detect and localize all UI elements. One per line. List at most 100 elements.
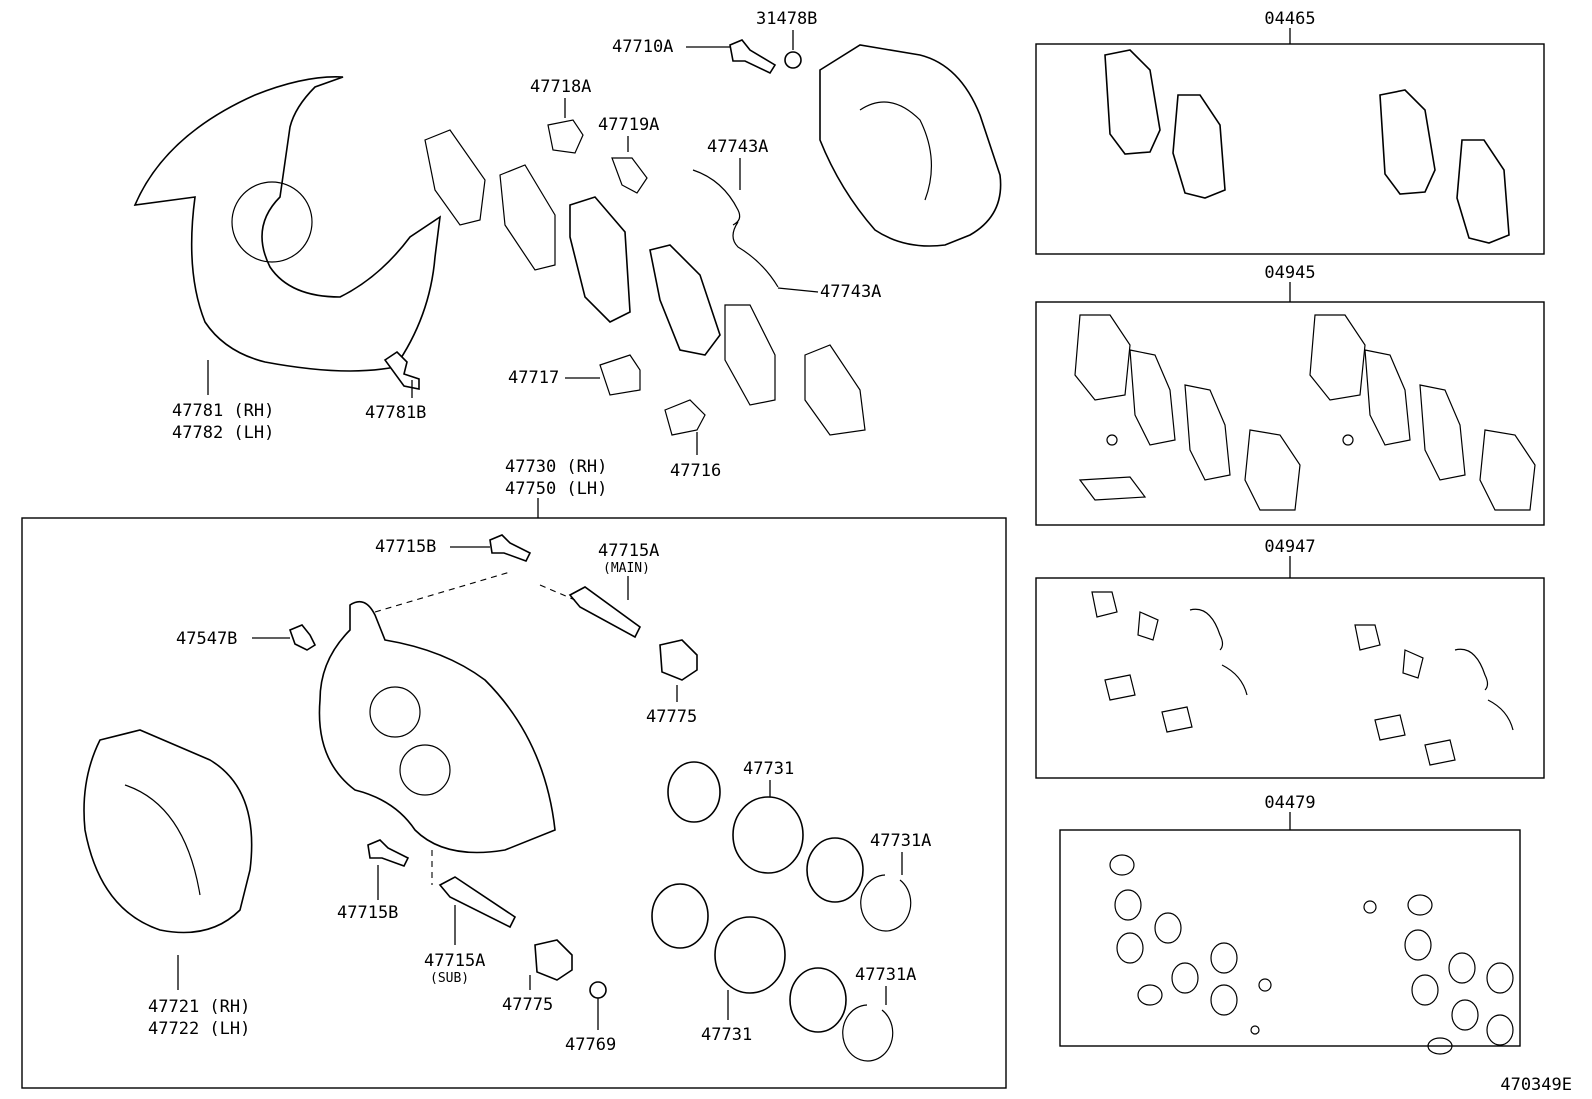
kit-04945-box	[1035, 301, 1545, 526]
part-47715A-main[interactable]: 47715A (MAIN)	[568, 541, 659, 639]
seal-icon	[1404, 929, 1432, 961]
kit-04947-box	[1035, 577, 1545, 779]
shim-icon	[1244, 429, 1301, 511]
kit-04479[interactable]: 04479	[1059, 793, 1521, 1055]
clip-icon	[547, 119, 584, 154]
seal-icon	[1210, 984, 1238, 1016]
bolt-icon	[367, 839, 410, 867]
seal-icon	[1451, 999, 1479, 1031]
seal-icon	[1486, 962, 1514, 994]
part-47743A-top[interactable]: 47743A	[692, 137, 768, 226]
boot-icon	[1427, 1037, 1453, 1055]
dust-boot-icon	[806, 837, 864, 903]
assembly-box	[21, 517, 1007, 1089]
kit-04947-code: 04947	[1264, 537, 1315, 557]
shim-icon	[424, 129, 486, 226]
label-47731-top: 47731	[743, 759, 794, 779]
clip-icon	[1091, 591, 1159, 641]
cap-icon	[1363, 900, 1377, 914]
shim-icon	[1479, 429, 1536, 511]
seal-icon	[1448, 952, 1476, 984]
part-47775-bottom[interactable]: 47775	[502, 939, 573, 1015]
seal-icon	[1116, 932, 1144, 964]
part-47719A[interactable]: 47719A	[598, 115, 659, 194]
dust-cover-group[interactable]: 47781 (RH) 47782 (LH)	[133, 76, 442, 443]
label-47715A-main: 47715A	[598, 541, 659, 561]
grease-icon	[1106, 434, 1118, 446]
seal-icon	[1171, 962, 1199, 994]
kit-04465[interactable]: 04465	[1035, 9, 1545, 255]
label-47721-rh: 47721 (RH)	[148, 997, 250, 1017]
kit-04479-box	[1059, 829, 1521, 1047]
dust-cover-icon	[133, 76, 442, 372]
caliper-assembly[interactable]: 47730 (RH) 47750 (LH)	[21, 457, 1007, 1089]
bolt-icon	[383, 350, 420, 390]
kit-04465-box	[1035, 43, 1545, 255]
kit-04945-code: 04945	[1264, 263, 1315, 283]
piston-bore-icon	[369, 686, 421, 738]
label-47715A-sub: 47715A	[424, 951, 485, 971]
part-47743A-bottom[interactable]: 47743A	[732, 221, 881, 302]
shim-icon	[499, 164, 556, 271]
bolt-icon	[729, 39, 777, 75]
seal-icon	[1486, 1014, 1514, 1046]
label-47781B: 47781B	[365, 403, 426, 423]
label-47715B-top: 47715B	[375, 537, 436, 557]
label-47722-lh: 47722 (LH)	[148, 1019, 250, 1039]
caliper-detail-icon	[859, 101, 932, 201]
clip-icon	[1354, 624, 1424, 679]
dust-boot-icon	[789, 967, 847, 1033]
kit-04947[interactable]: 04947	[1035, 537, 1545, 779]
kit-04465-code: 04465	[1264, 9, 1315, 29]
kit-04479-code: 04479	[1264, 793, 1315, 813]
part-47769[interactable]: 47769	[565, 981, 616, 1055]
part-47717[interactable]: 47717	[508, 354, 641, 396]
label-47731A-bottom: 47731A	[855, 965, 916, 985]
label-47710A: 47710A	[612, 37, 673, 57]
part-47710A[interactable]: 47710A	[612, 37, 777, 75]
part-47731-top[interactable]: 47731	[667, 759, 864, 903]
part-47731-bottom[interactable]: 47731	[651, 883, 847, 1045]
part-47731A-bottom[interactable]: 47731A	[842, 965, 917, 1062]
part-47715B-bottom[interactable]: 47715B	[337, 839, 410, 923]
part-31478B[interactable]: 31478B	[756, 9, 817, 69]
bleeder-icon	[288, 624, 317, 651]
seal-ring-icon	[651, 883, 709, 949]
spring-icon	[732, 221, 779, 288]
seal-ring-icon	[667, 761, 721, 823]
label-47782-lh: 47782 (LH)	[172, 423, 274, 443]
seal-icon	[1154, 912, 1182, 944]
part-47547B[interactable]: 47547B	[176, 624, 317, 651]
kit-04945[interactable]: 04945	[1035, 263, 1545, 526]
hub-hole-icon	[231, 181, 313, 263]
label-47743A-bottom: 47743A	[820, 282, 881, 302]
part-47718A[interactable]: 47718A	[530, 77, 591, 154]
part-47715B-top[interactable]: 47715B	[375, 534, 532, 562]
part-47715A-sub[interactable]: 47715A (SUB)	[424, 850, 517, 986]
assembly-code-rh: 47730 (RH)	[505, 457, 607, 477]
grease-icon	[1342, 434, 1354, 446]
figure-id: 470349E	[1500, 1075, 1572, 1095]
caliper-icon	[819, 44, 1002, 247]
caliper-body	[318, 571, 576, 854]
part-47781B[interactable]: 47781B	[365, 350, 426, 423]
boot-icon	[534, 939, 573, 981]
caliper-icon	[318, 600, 556, 854]
shim-icon	[1309, 314, 1366, 401]
part-47775-top[interactable]: 47775	[646, 639, 698, 727]
snap-ring-icon	[860, 874, 912, 932]
piston-bore-icon	[399, 744, 451, 796]
part-47716[interactable]: 47716	[664, 399, 721, 481]
assembly-code-lh: 47750 (LH)	[505, 479, 607, 499]
piston-icon	[714, 916, 786, 994]
clip-icon	[1374, 714, 1456, 766]
boot-icon	[1109, 854, 1135, 876]
boot-icon	[1137, 984, 1163, 1006]
anti-squeal-shims	[424, 129, 866, 436]
part-47731A-top[interactable]: 47731A	[860, 831, 932, 932]
snap-ring-icon	[842, 1004, 894, 1062]
cap-icon	[1258, 978, 1272, 992]
label-47719A: 47719A	[598, 115, 659, 135]
label-47547B: 47547B	[176, 629, 237, 649]
